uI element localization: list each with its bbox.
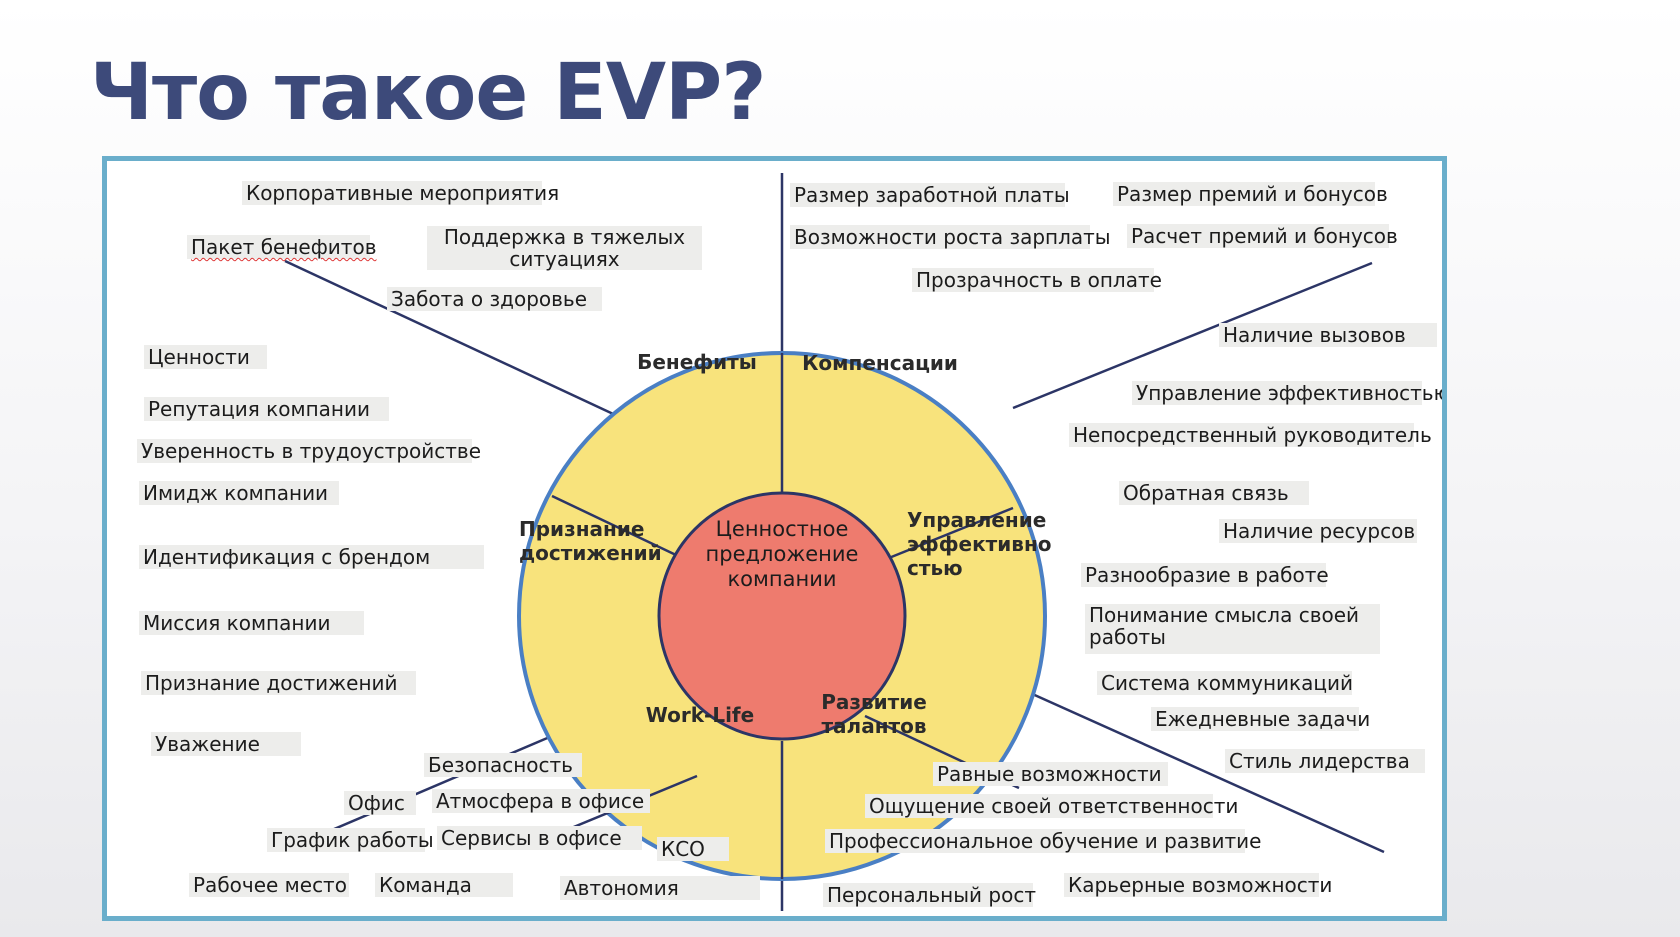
core-line-3: компании: [727, 567, 837, 591]
core-label: Ценностное предложение компании: [682, 517, 882, 592]
spoke-performance: [1012, 261, 1373, 410]
segment-performance: Управление эффективно стью: [907, 508, 1052, 580]
page-title: Что такое EVP?: [90, 48, 766, 138]
label-communication-system: Система коммуникаций: [1097, 671, 1353, 695]
label-leadership-style: Стиль лидерства: [1225, 749, 1425, 773]
label-respect: Уважение: [151, 732, 301, 756]
label-professional-training: Профессиональное обучение и развитие: [825, 829, 1261, 853]
label-benefits-package: Пакет бенефитов: [187, 235, 376, 259]
label-health-care: Забота о здоровье: [387, 287, 602, 311]
segment-worklife: Work-Life: [645, 703, 755, 727]
label-corporate-events: Корпоративные мероприятия: [242, 181, 559, 205]
label-bonus-calculation: Расчет премий и бонусов: [1127, 224, 1398, 248]
label-achievement-recognition: Признание достижений: [141, 671, 416, 695]
label-personal-growth: Персональный рост: [823, 883, 1036, 907]
label-office: Офис: [344, 791, 416, 815]
label-resources: Наличие ресурсов: [1219, 519, 1417, 543]
evp-wheel: [284, 173, 1385, 911]
segment-recognition: Признание достижений: [519, 517, 662, 565]
label-work-meaning: Понимание смысла своей работы: [1085, 604, 1380, 654]
label-work-schedule: График работы: [267, 828, 434, 852]
label-salary-growth: Возможности роста зарплаты: [790, 225, 1111, 249]
label-employment-confidence: Уверенность в трудоустройстве: [137, 439, 481, 463]
core-circle: [657, 491, 907, 741]
label-team: Команда: [375, 873, 513, 897]
evp-diagram-frame: Ценностное предложение компании Бенефиты…: [102, 156, 1447, 921]
label-salary-size: Размер заработной платы: [790, 183, 1070, 207]
label-pay-transparency: Прозрачность в оплате: [912, 268, 1162, 292]
label-career-opportunities: Карьерные возможности: [1064, 873, 1332, 897]
label-responsibility: Ощущение своей ответственности: [865, 794, 1238, 818]
label-equal-opportunities: Равные возможности: [933, 762, 1168, 786]
label-office-services: Сервисы в офисе: [437, 826, 642, 850]
core-line-2: предложение: [705, 542, 859, 566]
label-csr: КСО: [657, 837, 729, 861]
segment-compensation: Компенсации: [802, 351, 958, 375]
segment-benefits: Бенефиты: [637, 350, 757, 374]
label-autonomy: Автономия: [560, 876, 760, 900]
label-feedback: Обратная связь: [1119, 481, 1309, 505]
label-office-atmosphere: Атмосфера в офисе: [432, 789, 650, 813]
inner-divider-performance: [868, 506, 1014, 568]
label-challenges: Наличие вызовов: [1219, 323, 1437, 347]
label-hard-times-support: Поддержка в тяжелых ситуациях: [427, 226, 702, 270]
inner-divider-benefits: [551, 494, 698, 567]
label-bonus-size: Размер премий и бонусов: [1113, 182, 1388, 206]
label-company-image: Имидж компании: [139, 481, 339, 505]
label-company-mission: Миссия компании: [139, 611, 364, 635]
label-brand-identification: Идентификация с брендом: [139, 545, 484, 569]
segment-talent: Развитие талантов: [821, 690, 927, 738]
label-workplace: Рабочее место: [189, 873, 349, 897]
spoke-talent: [1018, 686, 1385, 854]
label-company-reputation: Репутация компании: [144, 397, 389, 421]
label-performance-management: Управление эффективностью: [1132, 381, 1442, 405]
label-safety: Безопасность: [424, 753, 582, 777]
core-line-1: Ценностное: [715, 517, 849, 541]
label-values: Ценности: [144, 345, 267, 369]
label-daily-tasks: Ежедневные задачи: [1151, 707, 1370, 731]
label-work-diversity: Разнообразие в работе: [1081, 563, 1329, 587]
label-direct-manager: Непосредственный руководитель: [1069, 423, 1432, 447]
